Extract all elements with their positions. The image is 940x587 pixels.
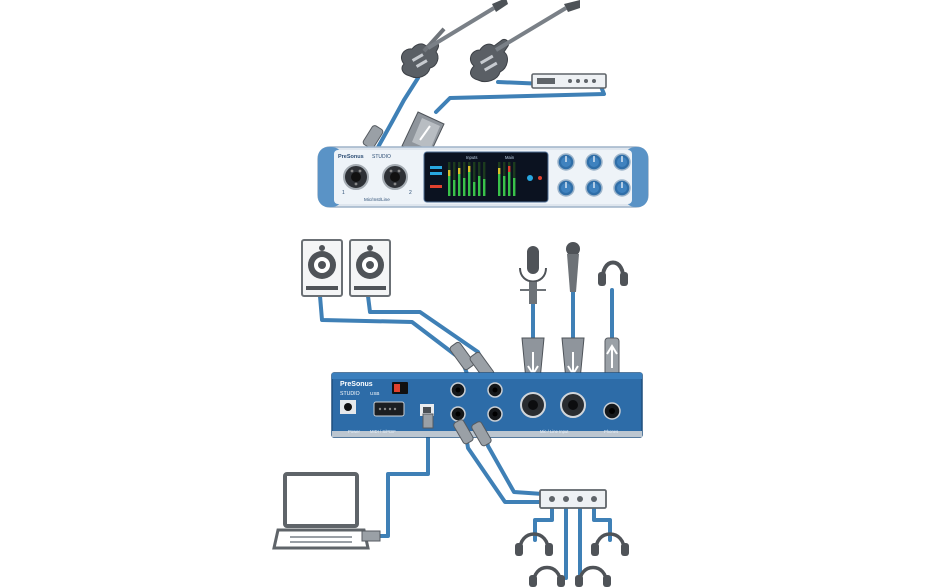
condenser-microphone-icon (519, 246, 547, 304)
front-input-1-number: 1 (342, 190, 345, 196)
cable-left-monitor (318, 294, 472, 384)
rear-model-suffix: USB (370, 391, 379, 396)
meter-bars (448, 162, 516, 196)
laptop-icon (272, 472, 370, 550)
studio-monitor-icon (349, 239, 391, 297)
knob (557, 153, 575, 171)
front-input-2-combo-jack (382, 164, 408, 190)
rear-label-midi: MIDI / S/PDIF (370, 429, 396, 434)
headphones-icon (598, 260, 628, 286)
cable-guitar1-to-input1 (370, 76, 420, 160)
front-input-1-combo-jack (343, 164, 369, 190)
front-knobs (557, 153, 631, 197)
rear-mic-input-2 (560, 392, 586, 418)
headphones-icon (529, 565, 565, 587)
cable-amp-hp-1 (533, 506, 554, 542)
meter-inputs-label: Inputs (466, 155, 477, 160)
interface-rear-panel: PreSonus STUDIO USB Power MIDI / S/PDIF (331, 372, 643, 438)
dynamic-microphone-icon (566, 242, 580, 292)
front-brand: PreSonus (338, 154, 364, 160)
usb-port (420, 404, 434, 416)
usb-plug-laptop (361, 530, 381, 542)
rear-brand: PreSonus (340, 381, 373, 388)
rear-label-power: Power (348, 429, 360, 434)
front-input-caption: Mic/Inst/Line (364, 197, 390, 202)
rack-processor-icon (531, 73, 607, 89)
knob (557, 179, 575, 197)
headphones-icon (575, 565, 611, 587)
cable-usb-laptop (378, 422, 430, 538)
front-model: STUDIO (372, 154, 391, 160)
headphones-icon (591, 532, 629, 556)
rear-label-mic: Mic / Line Input (540, 429, 569, 434)
line-output-jacks (450, 382, 503, 422)
headphones-icon (515, 532, 553, 556)
interface-front-panel: PreSonus STUDIO 1 2 Mic/Inst/Line Inputs… (317, 146, 649, 208)
studio-monitor-icon (301, 239, 343, 297)
cable-right-monitor (366, 294, 492, 382)
rear-label-phones: Phones (604, 429, 618, 434)
front-input-2-number: 2 (409, 190, 412, 196)
electric-guitar-icon (469, 0, 580, 83)
jack-plug-monitor-left (449, 341, 475, 371)
electric-guitar-icon (401, 0, 508, 79)
knob (585, 153, 603, 171)
midi-spdif-port (373, 401, 405, 417)
rear-phones-jack (603, 402, 621, 420)
cable-processor-to-input2 (434, 82, 606, 114)
knob (613, 179, 631, 197)
jack-plug-output-2 (471, 421, 492, 447)
dc-power-jack (340, 400, 356, 414)
rear-model: STUDIO (340, 391, 360, 397)
cable-amp-hp-4 (592, 506, 612, 542)
front-meter-display: Inputs Main (423, 151, 549, 203)
rear-mic-input-1 (520, 392, 546, 418)
jack-plug-output-1 (453, 419, 474, 445)
usb-plug (422, 413, 434, 429)
power-switch (392, 382, 408, 394)
knob (613, 153, 631, 171)
headphone-amplifier-icon (539, 489, 607, 509)
knob (585, 179, 603, 197)
meter-main-label: Main (505, 155, 515, 160)
